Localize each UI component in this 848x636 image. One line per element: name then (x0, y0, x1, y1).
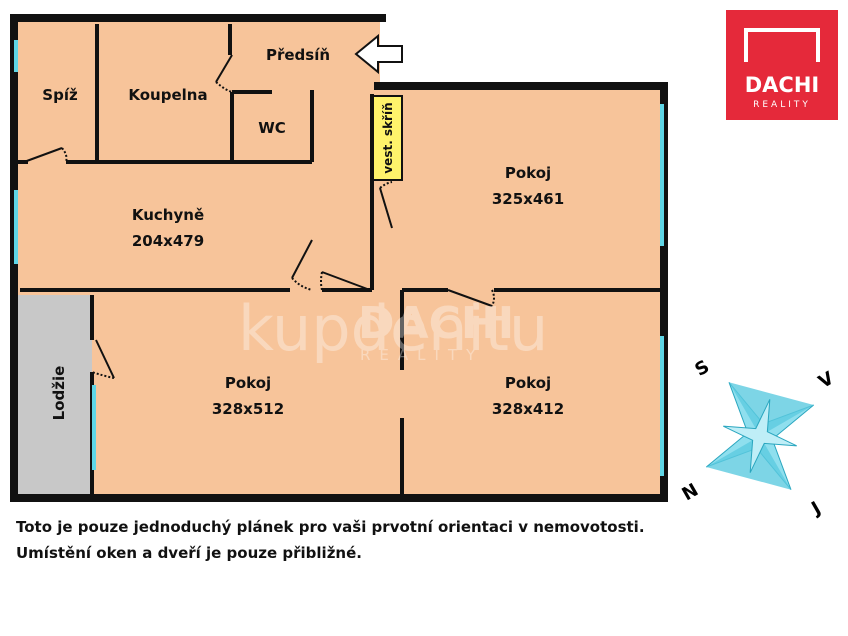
compass-v: V (815, 368, 838, 393)
logo-brand: DACHI (745, 73, 819, 97)
label-kuchyne: Kuchyně (132, 206, 204, 224)
label-spiz: Spíž (42, 86, 78, 104)
room-fills (18, 20, 660, 495)
entry-arrow-icon (354, 33, 403, 75)
watermark: kupdenitu DACHI REALITY (238, 292, 548, 365)
label-pokoj-top: Pokoj (505, 164, 551, 182)
size-pokoj-right: 328x412 (492, 400, 564, 418)
label-wc: WC (258, 119, 286, 137)
compass-s: S (691, 356, 713, 381)
note-line-1: Toto je pouze jednoduchý plánek pro vaši… (16, 518, 645, 536)
room-labels: Spíž Koupelna Předsíň WC vest. skříň Kuc… (42, 46, 564, 420)
windows (14, 40, 664, 476)
size-pokoj-left: 328x512 (212, 400, 284, 418)
room-fill-main (18, 20, 660, 495)
door-swings (23, 54, 495, 379)
interior-walls (18, 24, 662, 495)
compass-j: J (806, 498, 824, 521)
dachi-logo: DACHI REALITY (726, 10, 838, 120)
compass-star-icon (705, 381, 815, 491)
logo-sub: REALITY (753, 100, 811, 110)
label-predsin: Předsíň (266, 46, 330, 64)
closet-fill (371, 95, 403, 181)
watermark-site: kupdenitu (238, 292, 548, 365)
watermark-brand: DACHI (358, 298, 514, 349)
watermark-sub: REALITY (360, 346, 484, 364)
label-vest-skrin: vest. skříň (381, 102, 395, 173)
compass-n: N (678, 480, 702, 506)
label-koupelna: Koupelna (128, 86, 207, 104)
compass-rose: S V N J (678, 356, 838, 521)
loggia-fill (18, 295, 92, 495)
logo-roof-icon (744, 28, 820, 62)
size-pokoj-top: 325x461 (492, 190, 564, 208)
note-line-2: Umístění oken a dveří je pouze přibližné… (16, 544, 362, 562)
label-pokoj-left: Pokoj (225, 374, 271, 392)
size-kuchyne: 204x479 (132, 232, 204, 250)
label-lodzie: Lodžie (50, 366, 68, 421)
label-pokoj-right: Pokoj (505, 374, 551, 392)
